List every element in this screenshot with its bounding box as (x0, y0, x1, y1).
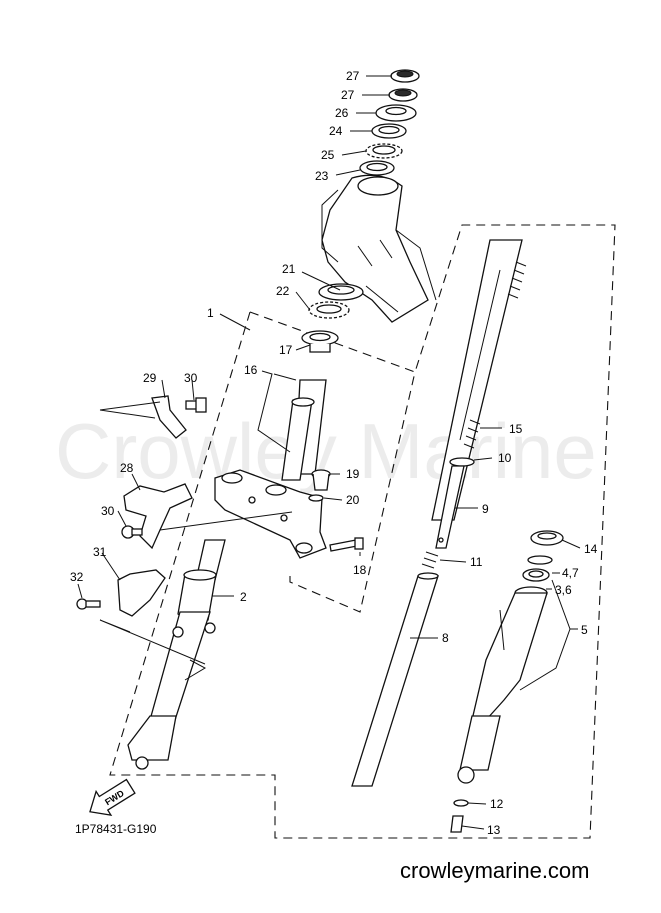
bearing-race-frame-upper (359, 160, 395, 176)
steering-nut-lower (388, 88, 418, 102)
callout-29: 29 (143, 371, 157, 385)
pinch-bolt (329, 537, 364, 552)
ball-bearing-lower (308, 301, 350, 319)
o-ring (308, 494, 324, 502)
hose-clip (99, 569, 206, 665)
callout-12: 12 (490, 797, 504, 811)
callout-18: 18 (353, 563, 367, 577)
callout-24: 24 (329, 124, 343, 138)
fork-spring (463, 261, 527, 449)
callout-27a: 27 (346, 69, 360, 83)
callout-1: 1 (207, 306, 214, 320)
callout-22: 22 (276, 284, 290, 298)
inner-tube-upper (431, 239, 523, 521)
callout-13: 13 (487, 823, 501, 837)
site-footer: crowleymarine.com (400, 858, 590, 883)
steering-nut-upper (390, 69, 420, 83)
callout-4-7: 4,7 (562, 566, 579, 580)
bolt-30-lower (121, 525, 143, 539)
callout-14: 14 (584, 542, 598, 556)
cap-bolt (311, 469, 331, 491)
callout-10: 10 (498, 451, 512, 465)
bracket-28 (123, 483, 293, 550)
bearing-cover (375, 104, 417, 122)
bracket-29 (99, 395, 187, 439)
callout-32: 32 (70, 570, 84, 584)
oil-seal-washer (522, 568, 550, 582)
gasket-12 (453, 799, 469, 807)
outer-tube (457, 586, 548, 784)
bolt-32 (76, 598, 101, 610)
drain-bolt-13 (450, 815, 464, 833)
callout-19: 19 (346, 467, 360, 481)
callout-2: 2 (240, 590, 247, 604)
circlip (449, 457, 475, 467)
callout-30a: 30 (184, 371, 198, 385)
callout-25: 25 (321, 148, 335, 162)
oil-seal (530, 530, 564, 546)
under-bracket (214, 379, 327, 559)
callout-9: 9 (482, 502, 489, 516)
callout-8: 8 (442, 631, 449, 645)
callout-26: 26 (335, 106, 349, 120)
callout-15: 15 (509, 422, 523, 436)
callout-28: 28 (120, 461, 134, 475)
rebound-spring (421, 551, 439, 569)
stopper-ring (527, 555, 553, 565)
callout-3-6: 3,6 (555, 583, 572, 597)
callout-17: 17 (279, 343, 293, 357)
front-fork-left (127, 539, 226, 770)
callout-23: 23 (315, 169, 329, 183)
frame-head-tube (321, 174, 437, 323)
damper-rod (435, 465, 465, 549)
callout-labels: 27 27 26 24 25 23 21 22 1 17 16 29 30 15… (70, 69, 598, 837)
diagram-code: 1P78431-G190 (75, 822, 157, 836)
callout-5: 5 (581, 623, 588, 637)
bearing-race-frame-lower (318, 283, 364, 301)
callout-11: 11 (470, 555, 483, 569)
callout-leaders (77, 75, 581, 830)
bearing-race-upper (371, 123, 407, 139)
callout-21: 21 (282, 262, 296, 276)
callout-27b: 27 (341, 88, 355, 102)
fwd-arrow-icon: FWD (89, 778, 136, 817)
callout-20: 20 (346, 493, 360, 507)
ball-bearing-upper (365, 143, 403, 159)
inner-tube (351, 572, 439, 787)
callout-31: 31 (93, 545, 107, 559)
bearing-race-lower (301, 330, 339, 353)
bolt-30-upper (185, 397, 207, 413)
callout-30b: 30 (101, 504, 115, 518)
callout-16: 16 (244, 363, 258, 377)
assembly-boundary-left (109, 224, 616, 839)
